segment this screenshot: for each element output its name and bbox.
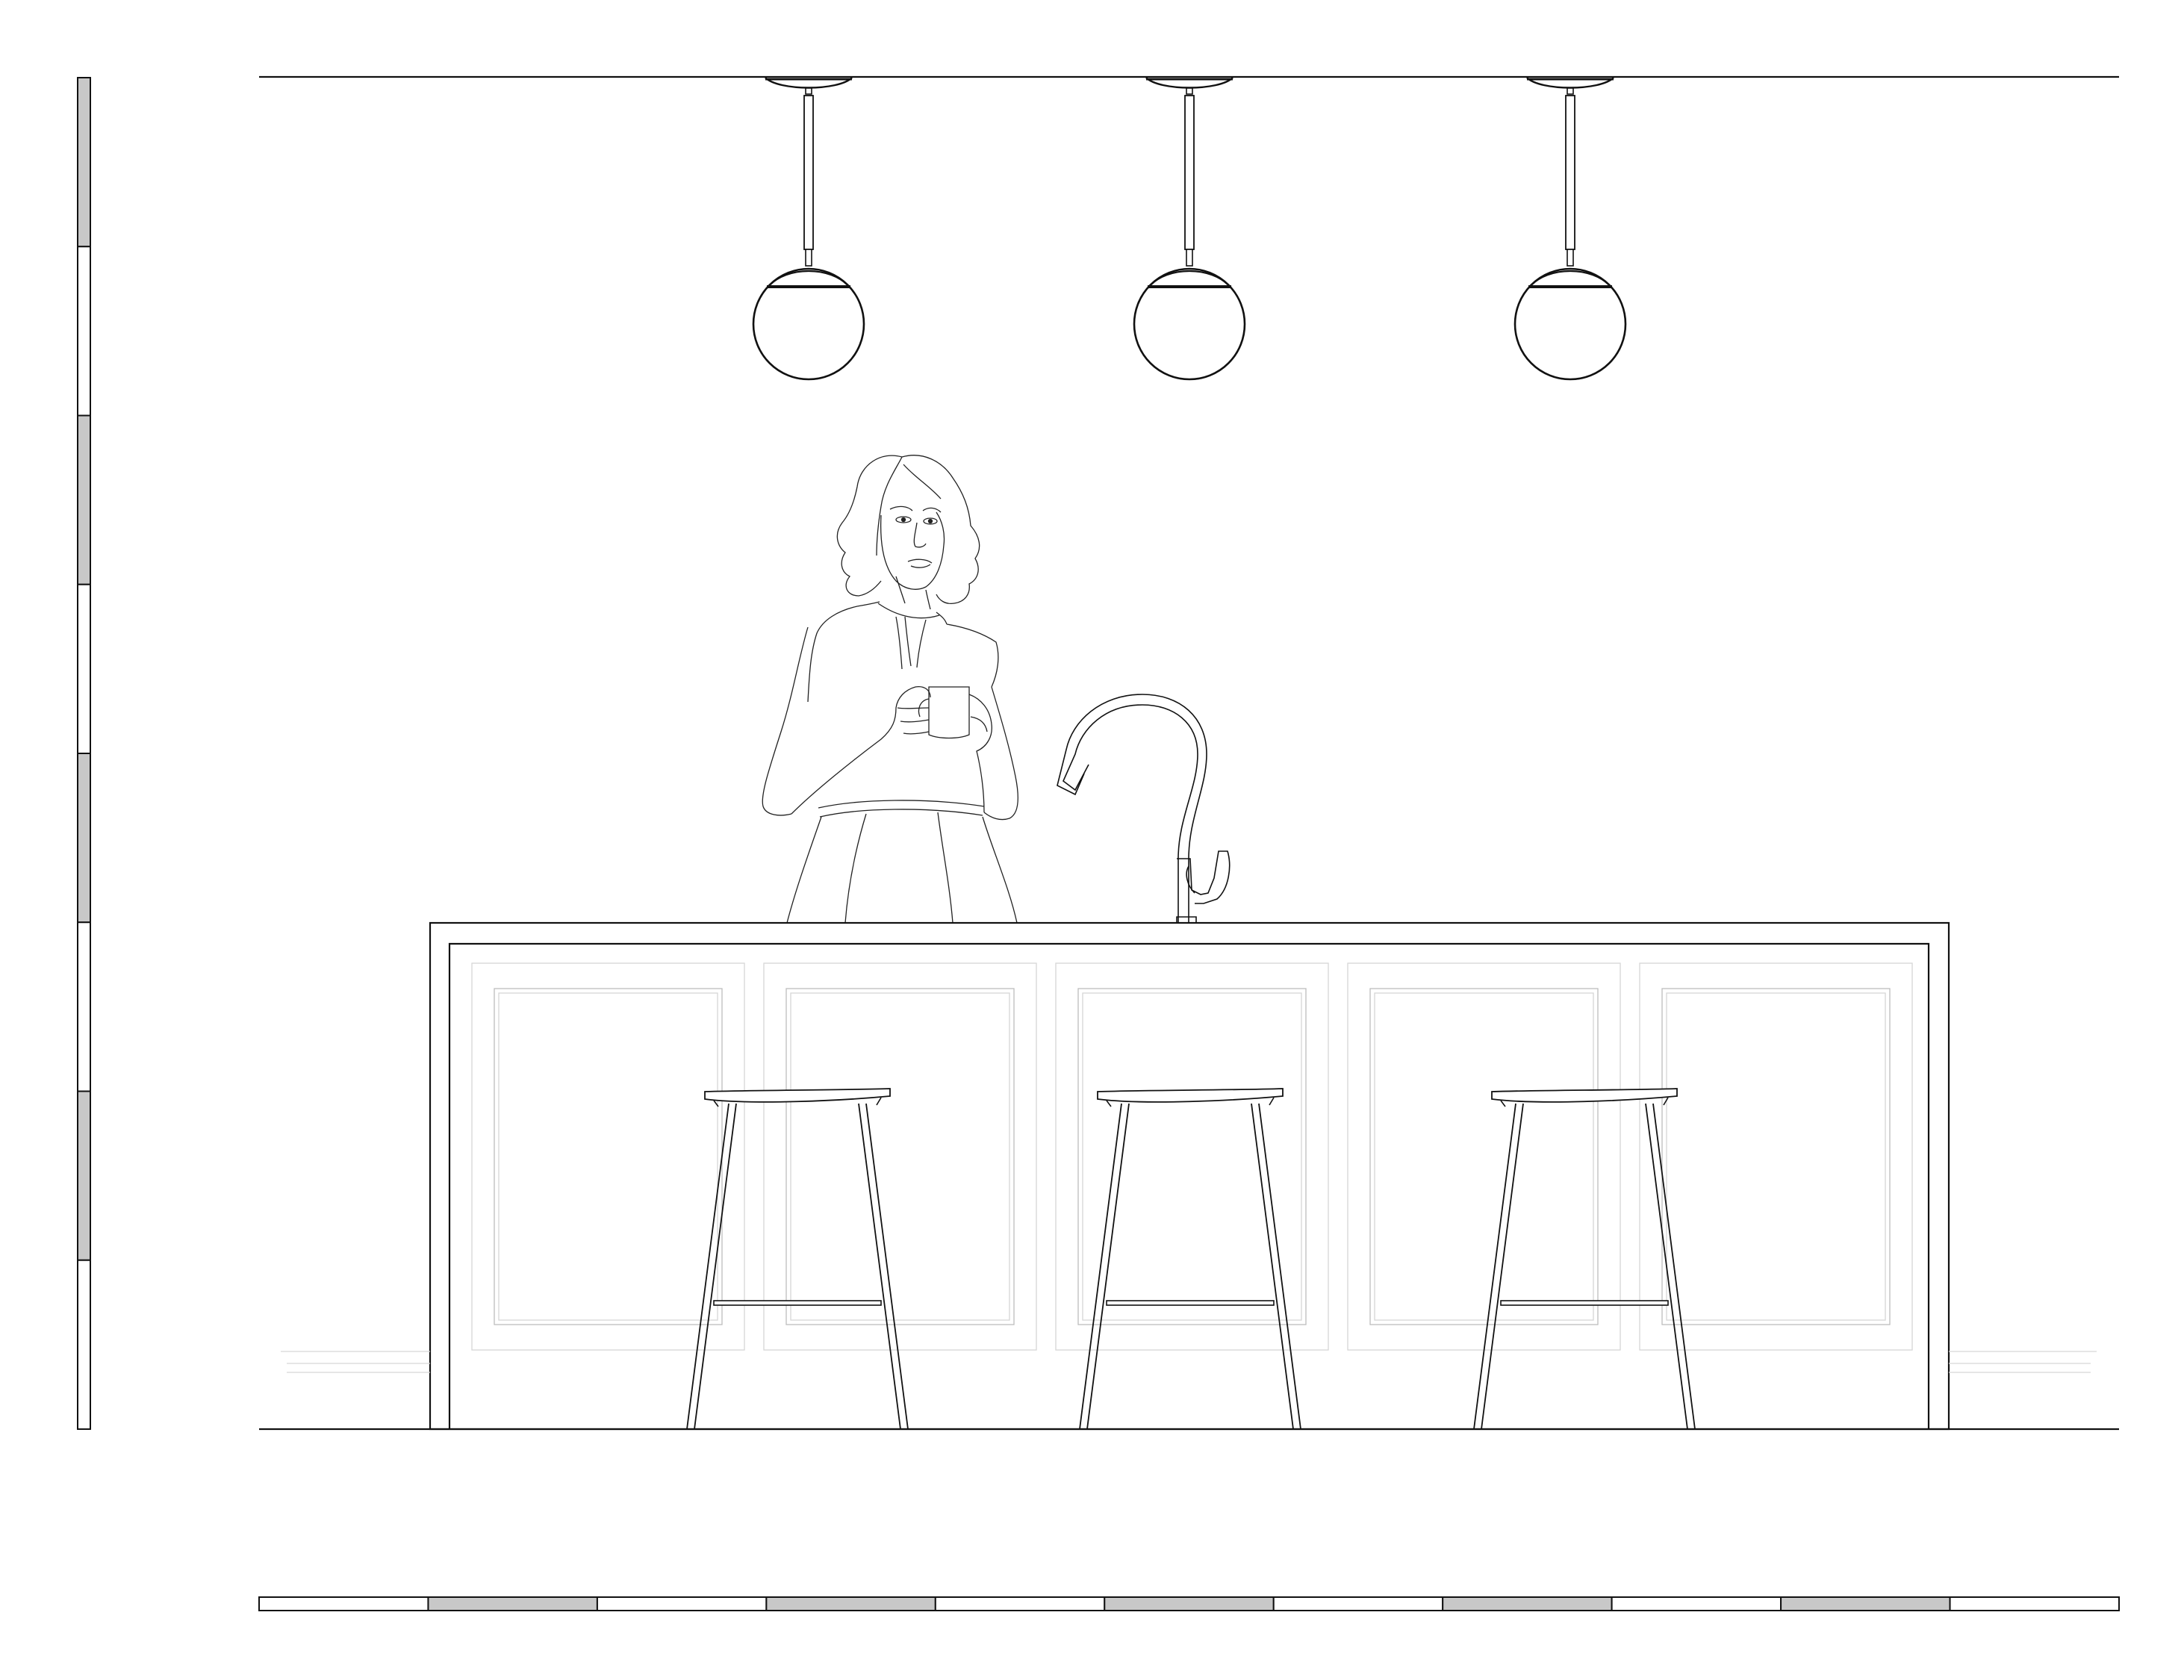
vertical-scale-segment [77, 414, 91, 585]
vertical-scale-segment [77, 583, 91, 754]
horizontal-scale-segment [596, 1596, 768, 1611]
bar-stools [686, 1088, 1696, 1430]
horizontal-scale-segment [1949, 1596, 2120, 1611]
bar-stool-icon [1473, 1088, 1696, 1430]
horizontal-scale-segment [1104, 1596, 1275, 1611]
vertical-scale-segment [77, 246, 91, 417]
woman-holding-mug-icon [762, 455, 1018, 924]
gooseneck-faucet-icon [1057, 694, 1231, 924]
globe-pendant-icon [752, 77, 865, 381]
vertical-scale-segment [77, 77, 91, 248]
cabinet-panels [471, 962, 1913, 1351]
vertical-scale-bar [77, 77, 91, 1430]
vertical-scale-segment [77, 1090, 91, 1261]
cabinet-panel [1347, 962, 1621, 1351]
cabinet-panel [471, 962, 745, 1351]
cabinet-panel [1055, 962, 1329, 1351]
kitchen-island [429, 921, 1950, 1431]
pendant-lights [752, 77, 1627, 381]
island-countertop-outline [429, 921, 1950, 1431]
horizontal-scale-segment [1272, 1596, 1444, 1611]
horizontal-scale-segment [258, 1596, 429, 1611]
globe-pendant-icon [1133, 77, 1246, 381]
vertical-scale-segment [77, 753, 91, 924]
horizontal-scale-segment [1442, 1596, 1613, 1611]
baseboard-lines [281, 1351, 2097, 1373]
globe-pendant-icon [1513, 77, 1627, 381]
horizontal-scale-segment [765, 1596, 936, 1611]
horizontal-scale-segment [427, 1596, 598, 1611]
vertical-scale-segment [77, 921, 91, 1092]
horizontal-scale-segment [1780, 1596, 1951, 1611]
horizontal-scale-segment [1611, 1596, 1782, 1611]
island-inner-frame [448, 942, 1930, 1429]
horizontal-scale-segment [934, 1596, 1106, 1611]
cabinet-panel [1639, 962, 1913, 1351]
bar-stool-icon [686, 1088, 909, 1430]
cabinet-panel [763, 962, 1037, 1351]
bar-stool-icon [1079, 1088, 1301, 1430]
vertical-scale-segment [77, 1259, 91, 1430]
horizontal-scale-bar [258, 1596, 2120, 1611]
